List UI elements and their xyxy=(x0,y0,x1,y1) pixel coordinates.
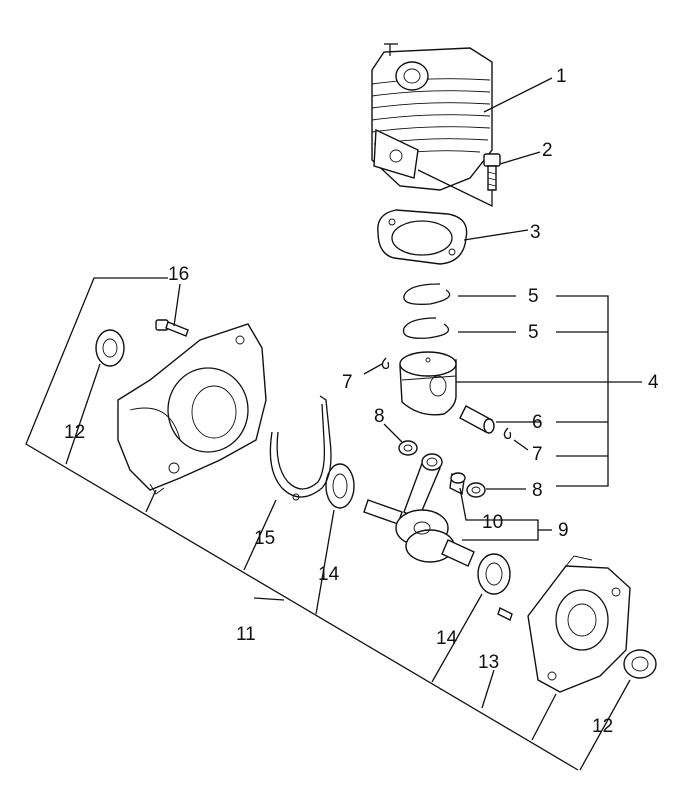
part-cylinder xyxy=(371,43,493,191)
callout-7-left: 7 xyxy=(342,372,353,393)
part-washer-right xyxy=(466,482,486,498)
callout-3: 3 xyxy=(530,222,541,243)
callout-13: 13 xyxy=(478,652,499,673)
callout-14-lower: 14 xyxy=(436,628,458,649)
callout-7-right: 7 xyxy=(532,444,543,465)
callout-2: 2 xyxy=(542,140,553,161)
part-circlip-right xyxy=(503,427,512,440)
part-circlip-left xyxy=(381,357,390,370)
callout-6: 6 xyxy=(532,412,543,433)
part-cylinder-gasket xyxy=(377,209,468,265)
part-bearing-upper xyxy=(325,463,355,509)
part-crankshaft xyxy=(363,453,475,567)
callout-5-lower: 5 xyxy=(528,322,539,343)
part-crankcase-gasket xyxy=(269,395,332,501)
callout-12-right: 12 xyxy=(592,716,613,737)
callout-labels: 1 2 3 4 5 5 6 7 7 8 8 9 10 11 12 12 13 1… xyxy=(64,66,659,737)
part-crankcase-bolt xyxy=(155,319,189,337)
callout-10: 10 xyxy=(482,512,503,533)
part-piston-pin xyxy=(459,405,495,434)
part-crankcase-right xyxy=(527,555,631,693)
part-needle-bearing xyxy=(449,472,466,496)
callout-8-right: 8 xyxy=(532,480,543,501)
callout-9: 9 xyxy=(558,520,569,541)
part-dowel-pin xyxy=(497,607,513,621)
part-oil-seal-left xyxy=(95,329,125,367)
part-oil-seal-right xyxy=(623,649,657,679)
callout-14-upper: 14 xyxy=(318,564,340,585)
part-washer-left xyxy=(398,440,418,456)
part-piston xyxy=(399,351,457,416)
leader-lines xyxy=(25,77,642,771)
callout-5-upper: 5 xyxy=(528,286,539,307)
callout-4: 4 xyxy=(648,372,659,393)
part-piston-rings xyxy=(402,283,451,339)
part-crankcase-left xyxy=(117,323,267,495)
part-bearing-lower xyxy=(477,553,511,595)
callout-15: 15 xyxy=(254,528,275,549)
callout-11: 11 xyxy=(236,624,256,645)
part-cylinder-bolt xyxy=(483,153,501,191)
callout-12-left: 12 xyxy=(64,422,85,443)
callout-8-left: 8 xyxy=(374,406,385,427)
callout-16: 16 xyxy=(168,264,189,285)
callout-1: 1 xyxy=(556,66,567,87)
